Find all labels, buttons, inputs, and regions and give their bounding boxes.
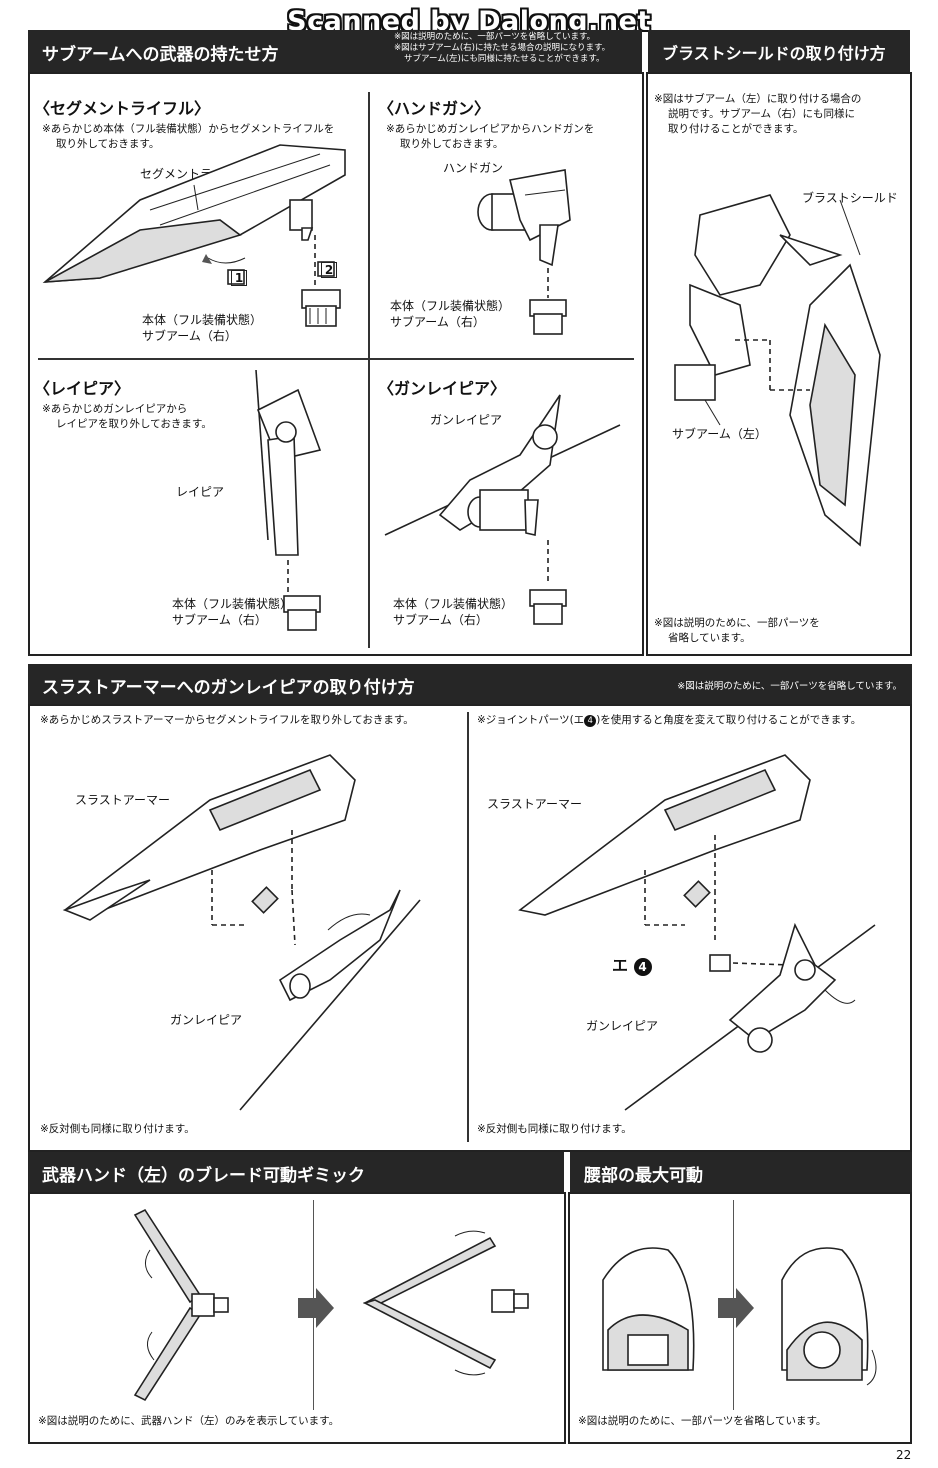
note-line: 取り外しておきます。 (400, 138, 504, 150)
label-rapier: レイピア (176, 485, 225, 499)
label-line: サブアーム（右） (390, 315, 485, 329)
section-title: サブアームへの武器の持たせ方 (42, 44, 279, 65)
step-2: 2 (321, 262, 337, 278)
label-line: 本体（フル装備状態） (393, 597, 514, 611)
step-1: 1 (231, 270, 247, 286)
thrust-armor-left-illustration (62, 754, 421, 1111)
note-rapier: ※あらかじめガンレイピアから レイピアを取り外しておきます。 (42, 402, 242, 432)
section-header-waist-movement: 腰部の最大可動 (570, 1152, 912, 1194)
note-line: ※図はサブアーム（左）に取り付ける場合の (654, 93, 862, 105)
label-body-handgun: 本体（フル装備状態） サブアーム（右） (390, 298, 510, 330)
note-blade-gimmick: ※図は説明のために、武器ハンド（左）のみを表示しています。 (38, 1415, 340, 1427)
note-line: 説明です。サブアーム（右）にも同様に (668, 108, 856, 120)
header-note-1: ※図は説明のために、一部パーツを省略しています。 (394, 32, 596, 42)
note-handgun: ※あらかじめガンレイピアからハンドガンを 取り外しておきます。 (386, 122, 636, 152)
note-opposite-left: ※反対側も同様に取り付けます。 (40, 1123, 195, 1135)
divider-vertical (368, 92, 370, 648)
blade-open-illustration (362, 1230, 529, 1376)
blade-closed-illustration (133, 1208, 229, 1402)
note-line: ※あらかじめガンレイピアからハンドガンを (386, 123, 595, 135)
label-handgun: ハンドガン (443, 161, 504, 175)
note-blast-shield: ※図はサブアーム（左）に取り付ける場合の 説明です。サブアーム（右）にも同様に … (654, 92, 906, 137)
note-line: 省略しています。 (668, 632, 751, 644)
label-line: サブアーム（右） (172, 613, 267, 627)
waist-after-illustration (781, 1247, 877, 1386)
header-notes: ※図は説明のために、一部パーツを省略しています。 ※図はサブアーム(右)に持たせ… (394, 32, 642, 65)
note-text: ※ジョイントパーツ(エ (477, 714, 585, 726)
section-title: ブラストシールドの取り付け方 (662, 44, 886, 63)
note-blast-bottom: ※図は説明のために、一部パーツを 省略しています。 (654, 616, 904, 646)
label-thrust-armor-left: スラストアーマー (75, 793, 171, 807)
note-line: 取り付けることができます。 (668, 123, 804, 135)
note-line: ※図は説明のために、一部パーツを (654, 617, 820, 629)
heading-segment-rifle: 〈セグメントライフル〉 (34, 99, 211, 118)
label-thrust-armor-right: スラストアーマー (487, 797, 583, 811)
note-thrust-left: ※あらかじめスラストアーマーからセグメントライフルを取り外しておきます。 (40, 714, 414, 726)
label-gun-rapier-right: ガンレイピア (586, 1019, 659, 1033)
waist-before-illustration (602, 1247, 695, 1371)
header-note-2: ※図はサブアーム(右)に持たせる場合の説明になります。 (394, 43, 611, 53)
section-header-thrust-armor: スラストアーマーへのガンレイピアの取り付け方 ※図は説明のために、一部パーツを省… (28, 664, 912, 706)
panel-thrust-armor (28, 704, 912, 1152)
label-body-segment: 本体（フル装備状態） サブアーム（右） (142, 312, 262, 344)
label-body-rapier: 本体（フル装備状態） サブアーム（右） (172, 596, 292, 628)
header-note-3: サブアーム(左)にも同様に持たせることができます。 (404, 54, 605, 64)
heading-rapier: 〈レイピア〉 (34, 379, 131, 398)
label-gun-rapier-left: ガンレイピア (170, 1013, 243, 1027)
section-title: 腰部の最大可動 (584, 1165, 703, 1186)
blast-shield-illustration (674, 194, 881, 547)
section-header-blast-shield: ブラストシールドの取り付け方 (648, 30, 910, 74)
heading-handgun: 〈ハンドガン〉 (378, 99, 491, 118)
gun-rapier-illustration (384, 394, 621, 625)
panel-waist-movement (568, 1192, 912, 1444)
header-note: ※図は説明のために、一部パーツを省略しています。 (677, 681, 902, 692)
divider-horizontal (38, 358, 634, 360)
label-body-gun-rapier: 本体（フル装備状態） サブアーム（右） (393, 596, 513, 628)
note-waist-movement: ※図は説明のために、一部パーツを省略しています。 (578, 1415, 827, 1427)
page-number: 22 (896, 1448, 912, 1462)
joint-number-badge: 4 (633, 958, 652, 976)
transition-arrow-right (718, 1288, 754, 1328)
label-line: サブアーム（右） (142, 329, 237, 343)
label-gun-rapier: ガンレイピア (430, 413, 503, 427)
panel-blast-shield (646, 72, 912, 656)
joint-number-badge: 4 (584, 715, 597, 727)
segment-rifle-illustration (42, 144, 346, 327)
panel-blade-gimmick (28, 1192, 566, 1444)
label-blast-shield: ブラストシールド (802, 191, 898, 205)
label-line: 本体（フル装備状態） (172, 597, 293, 611)
label-sub-arm-left: サブアーム（左） (672, 427, 767, 441)
section-title: スラストアーマーへのガンレイピアの取り付け方 (42, 677, 415, 698)
handgun-illustration (477, 169, 571, 335)
section-header-blade-gimmick: 武器ハンド（左）のブレード可動ギミック (28, 1152, 564, 1194)
panel-sub-arm-weapons (28, 72, 644, 656)
divider-vertical (467, 712, 469, 1142)
label-line: 本体（フル装備状態） (390, 299, 511, 313)
note-line: ※あらかじめ本体（フル装備状態）からセグメントライフルを (42, 123, 335, 135)
rapier-illustration (255, 369, 322, 631)
note-text: )を使用すると角度を変えて取り付けることができます。 (596, 714, 862, 726)
note-line: ※あらかじめガンレイピアから (42, 403, 188, 415)
transition-arrow-left (298, 1288, 334, 1328)
note-opposite-right: ※反対側も同様に取り付けます。 (477, 1123, 632, 1135)
note-segment-rifle: ※あらかじめ本体（フル装備状態）からセグメントライフルを 取り外しておきます。 (42, 122, 372, 152)
note-line: 取り外しておきます。 (56, 138, 160, 150)
label-line: 本体（フル装備状態） (142, 313, 263, 327)
section-title: 武器ハンド（左）のブレード可動ギミック (42, 1165, 365, 1186)
thrust-armor-right-illustration (518, 754, 876, 1111)
label-line: サブアーム（右） (393, 613, 488, 627)
joint-letter: エ (612, 956, 629, 975)
heading-gun-rapier: 〈ガンレイピア〉 (378, 379, 507, 398)
section-header-sub-arm-weapons: サブアームへの武器の持たせ方 ※図は説明のために、一部パーツを省略しています。 … (28, 30, 642, 74)
note-line: レイピアを取り外しておきます。 (56, 418, 212, 430)
joint-label: エ 4 (612, 958, 652, 976)
